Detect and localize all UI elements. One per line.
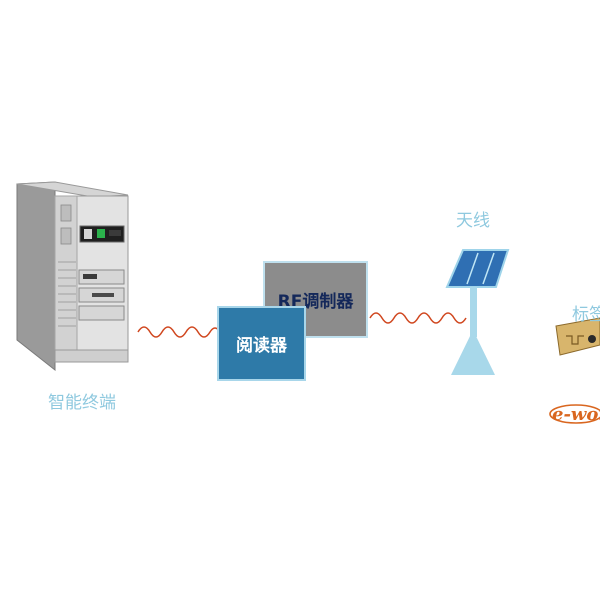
terminal-label: 智能终端 (48, 393, 116, 413)
reader-box: 阅读器 (217, 306, 306, 381)
svg-text:e-works: e-works (552, 404, 600, 425)
computer-tower-icon (16, 181, 129, 372)
antenna-icon (445, 249, 510, 375)
wireless-link-rf-antenna (369, 312, 467, 324)
antenna-label: 天线 (456, 211, 490, 231)
tag-label: 标签 (572, 305, 600, 325)
rfid-tag-icon (555, 317, 600, 356)
wireless-link-terminal-reader (137, 326, 221, 338)
e-works-logo-icon: e-works (549, 404, 600, 425)
reader-label: 阅读器 (236, 336, 287, 356)
